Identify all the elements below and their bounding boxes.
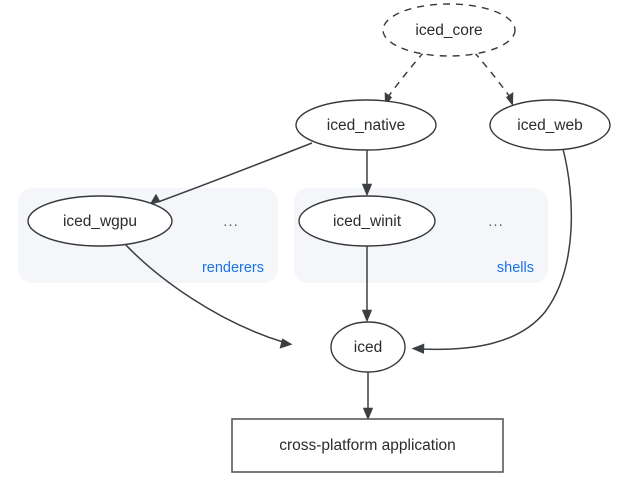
edge-native-to-wgpu [148, 142, 313, 206]
edge-native-to-winit-arrowhead [361, 183, 373, 197]
edge-wgpu-to-iced-line [123, 242, 284, 343]
edge-winit-to-iced [361, 246, 373, 323]
edge-winit-to-iced-arrowhead [361, 309, 373, 323]
node-iced-wgpu[interactable]: iced_wgpu [27, 195, 173, 247]
node-iced-wgpu-shape[interactable] [27, 195, 173, 247]
node-iced-core[interactable]: iced_core [382, 3, 516, 57]
node-iced-shape[interactable] [330, 321, 406, 373]
node-application-shape[interactable] [231, 418, 504, 473]
node-iced-web-shape[interactable] [489, 99, 611, 151]
edge-core-to-web-arrowhead [505, 92, 514, 107]
node-iced-native-shape[interactable] [295, 99, 437, 151]
edge-web-to-iced-line [420, 148, 573, 351]
edge-web-to-iced [411, 148, 573, 354]
edge-native-to-wgpu-arrowhead [148, 193, 161, 206]
edge-native-to-wgpu-line [157, 142, 313, 203]
edge-core-to-native [384, 51, 425, 107]
edge-core-to-web [473, 51, 514, 107]
edge-core-to-web-line [473, 51, 511, 98]
edge-web-to-iced-arrowhead [411, 343, 425, 354]
node-iced-web[interactable]: iced_web [489, 99, 611, 151]
edge-iced-to-app-arrowhead [362, 407, 374, 421]
edge-core-to-native-line [387, 51, 425, 98]
node-iced-winit[interactable]: iced_winit [298, 195, 436, 247]
node-iced[interactable]: iced [330, 321, 406, 373]
node-iced-winit-shape[interactable] [298, 195, 436, 247]
node-application[interactable]: cross-platform application [231, 418, 504, 473]
node-iced-core-shape[interactable] [382, 3, 516, 57]
edge-iced-to-app [362, 372, 374, 421]
edge-wgpu-to-iced [123, 242, 293, 349]
node-iced-native[interactable]: iced_native [295, 99, 437, 151]
edge-native-to-winit [361, 150, 373, 197]
edge-wgpu-to-iced-arrowhead [279, 338, 293, 349]
